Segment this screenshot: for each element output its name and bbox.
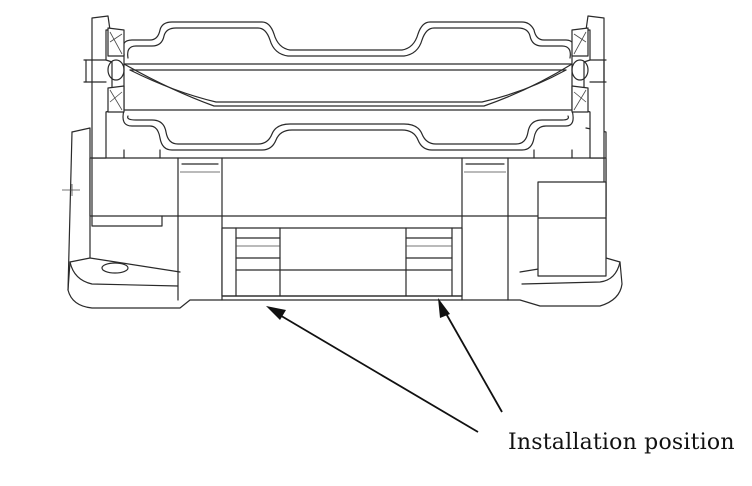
mounting-hole (101, 262, 129, 274)
contact-area (221, 227, 463, 297)
left-terminal (83, 15, 125, 159)
arrowhead-left (266, 306, 286, 320)
base-plate (62, 127, 623, 309)
arrow-left (277, 313, 479, 433)
right-terminal (571, 15, 607, 159)
side-block (537, 181, 607, 277)
holder-body (89, 157, 607, 301)
battery-cradle (122, 21, 575, 159)
arrow-right (443, 309, 503, 413)
installation-position-label: Installation position (508, 430, 735, 455)
leader-arrows (266, 298, 503, 433)
arrowhead-right (438, 298, 450, 318)
